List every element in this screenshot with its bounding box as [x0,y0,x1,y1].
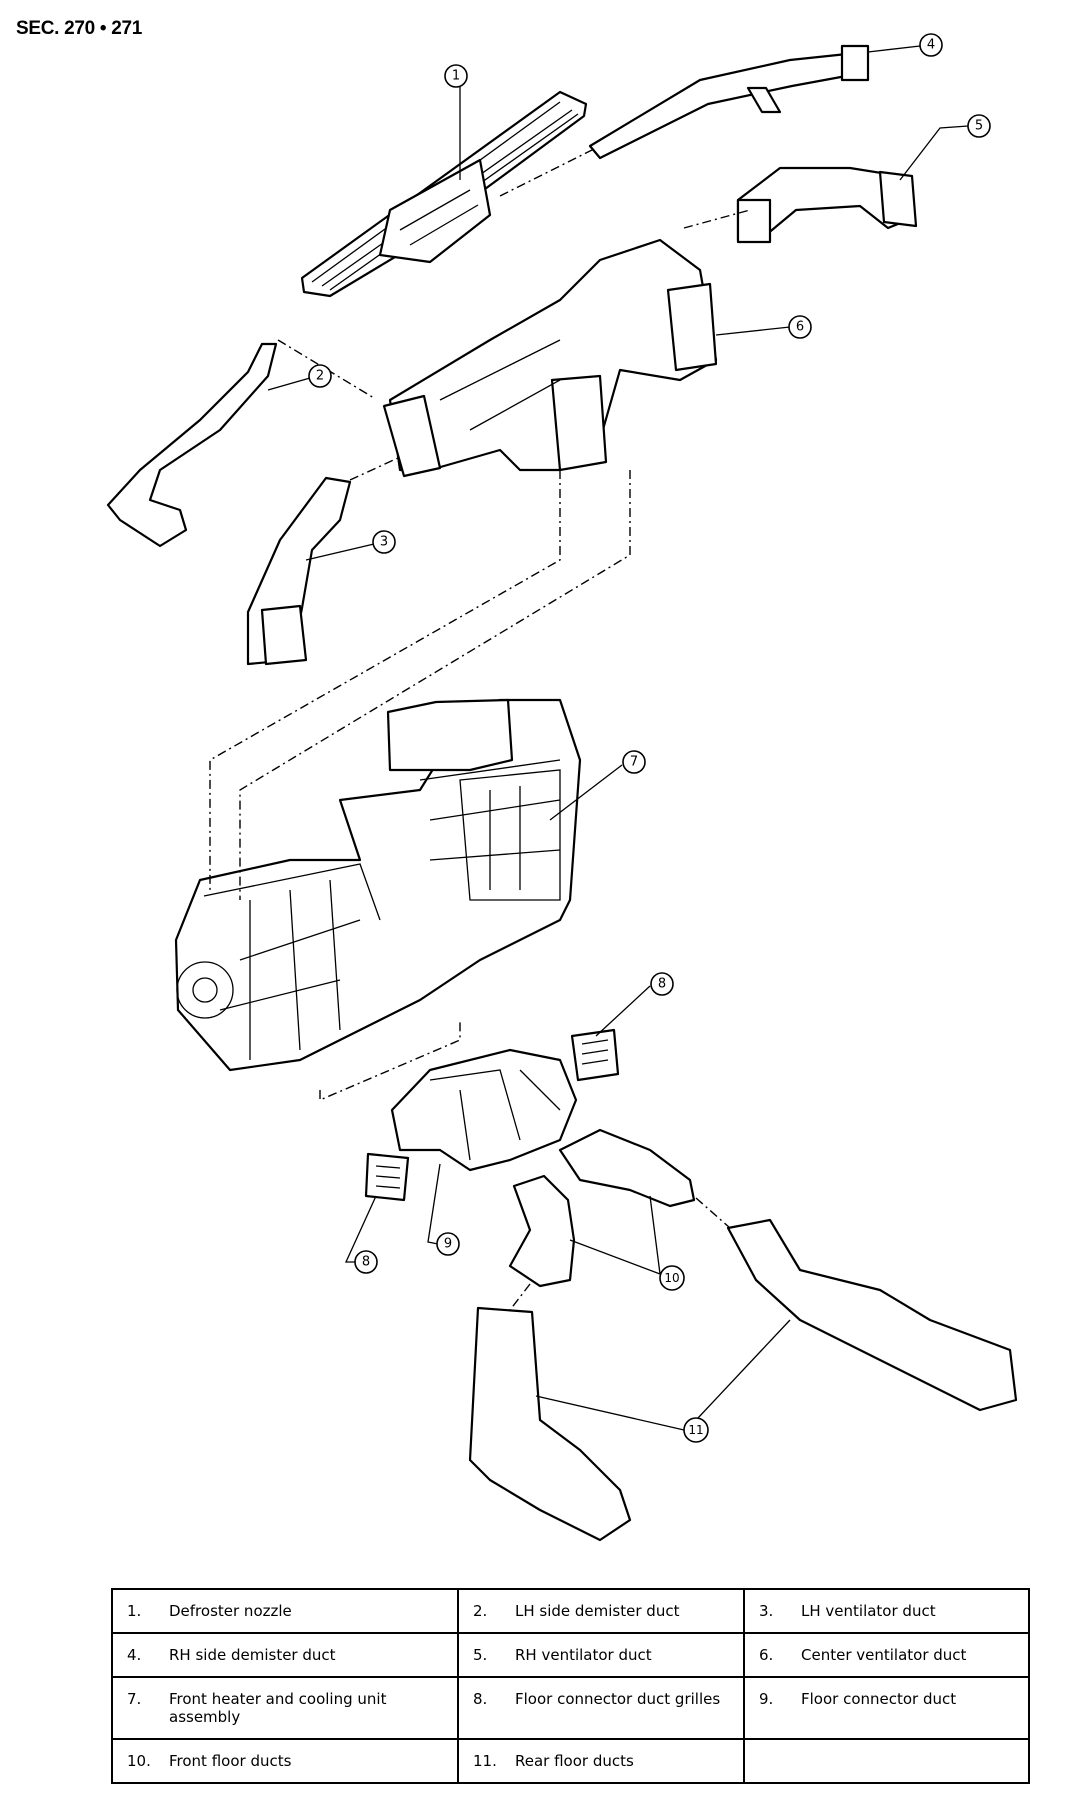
callout-7: 7 [622,750,646,774]
callout-4: 4 [919,33,943,57]
svg-text:11: 11 [688,1423,703,1437]
part-floor-connector-grille-right [570,1028,620,1082]
svg-text:8: 8 [362,1255,370,1270]
svg-text:4: 4 [927,38,935,53]
callout-9: 9 [436,1232,460,1256]
part-lh-side-demister-duct [106,342,278,548]
part-center-ventilator-duct [382,238,718,478]
part-front-floor-duct-upper [558,1128,696,1208]
legend-cell: 5.RH ventilator duct [457,1632,745,1678]
legend-cell: 7.Front heater and cooling unit assembly [111,1676,459,1740]
svg-text:10: 10 [664,1271,679,1285]
part-floor-connector-grille-left [364,1152,410,1202]
part-front-heater-cooling-unit [174,698,582,1072]
callout-6: 6 [788,315,812,339]
legend-cell: 4.RH side demister duct [111,1632,459,1678]
legend-cell-empty [743,1738,1030,1784]
legend-row: 10.Front floor ducts 11.Rear floor ducts [111,1738,1030,1784]
part-defroster-nozzle [300,90,588,298]
callout-8-right: 8 [650,972,674,996]
section-title: SEC. 270 • 271 [16,18,143,39]
callout-11: 11 [683,1417,709,1443]
legend-cell: 11.Rear floor ducts [457,1738,745,1784]
svg-text:5: 5 [975,119,983,134]
legend-cell: 2.LH side demister duct [457,1588,745,1634]
svg-text:9: 9 [444,1237,452,1252]
exploded-diagram: 1 4 5 6 2 3 7 8 8 9 10 11 [106,33,1018,1542]
part-front-floor-duct-lower [508,1174,576,1288]
part-rh-ventilator-duct [736,166,918,244]
callout-5: 5 [967,114,991,138]
svg-text:8: 8 [658,977,666,992]
svg-text:3: 3 [380,535,388,550]
part-rh-side-demister-duct [588,44,870,160]
legend-row: 4.RH side demister duct 5.RH ventilator … [111,1632,1030,1678]
legend-row: 1.Defroster nozzle 2.LH side demister du… [111,1588,1030,1634]
legend-cell: 6.Center ventilator duct [743,1632,1030,1678]
legend-cell: 3.LH ventilator duct [743,1588,1030,1634]
callout-3: 3 [372,530,396,554]
part-rear-floor-duct-right [726,1218,1018,1412]
legend-cell: 1.Defroster nozzle [111,1588,459,1634]
callout-2: 2 [308,364,332,388]
legend-row: 7.Front heater and cooling unit assembly… [111,1676,1030,1740]
part-lh-ventilator-duct [246,476,352,666]
svg-text:2: 2 [316,369,324,384]
legend-cell: 8.Floor connector duct grilles [457,1676,745,1740]
svg-text:1: 1 [452,69,460,84]
callout-8-left: 8 [354,1250,378,1274]
callout-10: 10 [659,1265,685,1291]
svg-text:6: 6 [796,320,804,335]
parts-legend-table: 1.Defroster nozzle 2.LH side demister du… [111,1588,1030,1784]
callout-1: 1 [444,64,468,88]
legend-cell: 10.Front floor ducts [111,1738,459,1784]
part-rear-floor-duct-left [468,1306,632,1542]
part-floor-connector-duct [390,1048,578,1172]
svg-text:7: 7 [630,755,638,770]
legend-cell: 9.Floor connector duct [743,1676,1030,1740]
